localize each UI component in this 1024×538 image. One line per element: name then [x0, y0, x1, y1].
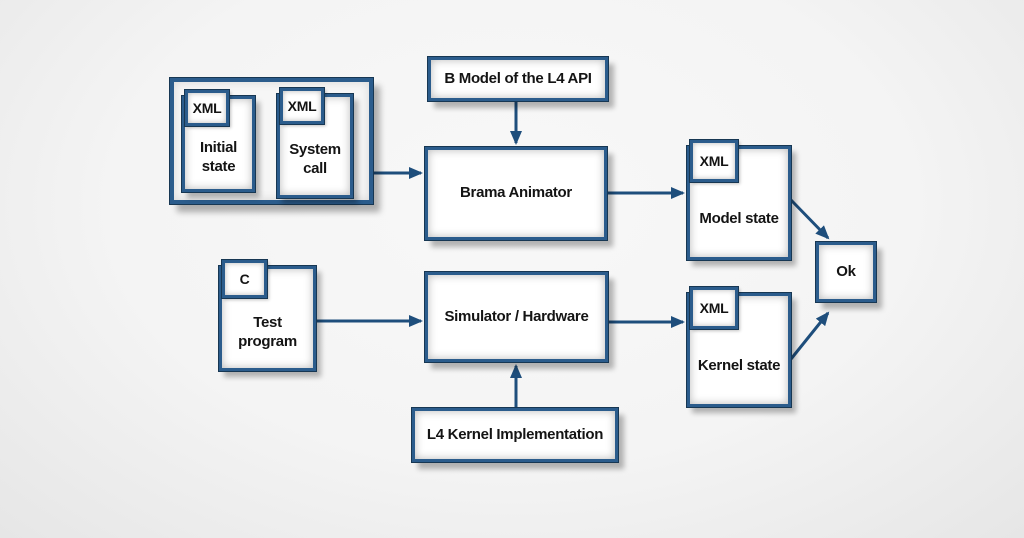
node-system-call: XML System call: [276, 87, 354, 199]
node-ok-label: Ok: [836, 262, 856, 280]
node-simulator-hardware: Simulator / Hardware: [424, 271, 609, 363]
xml-tag: XML: [689, 286, 739, 330]
node-b-model: B Model of the L4 API: [427, 56, 609, 102]
xml-tag: XML: [184, 89, 230, 127]
node-initial-state-label: Initial state: [199, 139, 238, 175]
node-model-state: XML Model state: [686, 139, 792, 261]
node-b-model-label: B Model of the L4 API: [444, 69, 592, 87]
xml-tag: XML: [279, 87, 325, 125]
node-input-group: XML Initial state XML System call: [169, 77, 374, 205]
node-model-state-label: Model state: [699, 210, 779, 228]
node-kernel-state-label: Kernel state: [697, 357, 781, 375]
node-ok: Ok: [815, 241, 877, 303]
node-system-call-label: System call: [289, 141, 341, 177]
node-brama-animator-label: Brama Animator: [460, 184, 572, 202]
node-l4-kernel-implementation: L4 Kernel Implementation: [411, 407, 619, 463]
node-test-program-label: Test program: [238, 313, 297, 350]
edge-model-state-to-ok: [789, 198, 830, 240]
node-brama-animator: Brama Animator: [424, 146, 608, 241]
xml-tag: XML: [689, 139, 739, 183]
c-tag: C: [221, 259, 268, 299]
node-kernel-state: XML Kernel state: [686, 286, 792, 408]
node-simulator-hardware-label: Simulator / Hardware: [444, 307, 589, 325]
node-l4-kernel-implementation-label: L4 Kernel Implementation: [426, 425, 604, 443]
edge-kernel-state-to-ok: [789, 311, 830, 360]
node-test-program: C Test program: [218, 259, 317, 372]
node-initial-state: XML Initial state: [181, 89, 256, 193]
